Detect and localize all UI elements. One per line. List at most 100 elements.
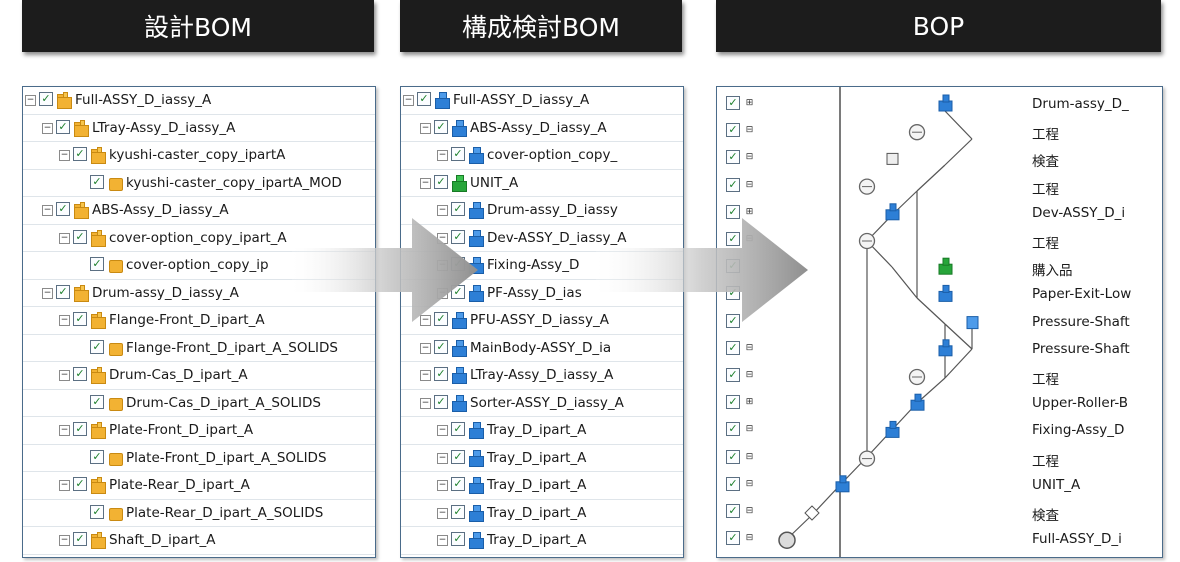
row-checkbox[interactable]: ✓ [73, 532, 87, 546]
row-checkbox[interactable]: ✓ [726, 123, 740, 138]
tree-row[interactable]: −✓Drum-assy_D_iassy [401, 197, 683, 225]
tree-row[interactable]: −✓ABS-Assy_D_iassy_A [401, 115, 683, 142]
expand-toggle[interactable]: − [437, 507, 448, 519]
tree-row[interactable]: ✓Drum-Cas_D_ipart_A_SOLIDS [23, 390, 375, 417]
row-checkbox[interactable]: ✓ [417, 92, 431, 106]
row-checkbox[interactable]: ✓ [90, 257, 104, 271]
row-checkbox[interactable]: ✓ [451, 147, 465, 161]
row-checkbox[interactable]: ✓ [434, 174, 448, 189]
tree-row[interactable]: −✓Plate-Rear_D_ipart_A [23, 472, 375, 500]
row-checkbox[interactable]: ✓ [726, 232, 740, 246]
tree-row[interactable]: −✓cover-option_copy_ [401, 142, 683, 170]
expand-toggle[interactable]: − [437, 425, 448, 436]
tree-row[interactable]: −✓Tray_D_ipart_A [401, 472, 683, 500]
row-checkbox[interactable]: ✓ [73, 477, 87, 491]
row-checkbox[interactable]: ✓ [434, 119, 448, 134]
row-checkbox[interactable]: ✓ [451, 202, 465, 216]
bop-row[interactable]: ✓⊟工程 [717, 118, 1162, 146]
row-checkbox[interactable]: ✓ [726, 531, 740, 546]
tree-row[interactable]: −✓Tray_D_ipart_A [401, 527, 683, 555]
tree-row[interactable]: −✓Drum-assy_D_iassy_A [23, 280, 375, 307]
row-checkbox[interactable]: ✓ [434, 312, 448, 326]
tree-row[interactable]: −✓Tray_D_ipart_A [401, 417, 683, 445]
expand-toggle[interactable]: − [59, 535, 70, 546]
row-checkbox[interactable]: ✓ [73, 367, 87, 381]
expand-toggle[interactable]: − [437, 452, 448, 464]
bop-row[interactable]: ✓⊟UNIT_A [717, 472, 1162, 500]
row-checkbox[interactable]: ✓ [726, 96, 740, 110]
bop-row[interactable]: ✓⊞Drum-assy_D_ [717, 91, 1162, 119]
expand-toggle[interactable]: − [420, 122, 431, 134]
expand-toggle[interactable]: − [42, 287, 53, 299]
expand-toggle[interactable]: ⊟ [745, 506, 754, 516]
tree-row[interactable]: −✓Drum-Cas_D_ipart_A [23, 362, 375, 390]
tree-row[interactable]: −✓LTray-Assy_D_iassy_A [23, 115, 375, 142]
row-checkbox[interactable]: ✓ [56, 119, 70, 134]
expand-toggle[interactable]: − [59, 370, 70, 381]
tree-row[interactable]: −✓Plate-Front_D_ipart_A [23, 417, 375, 445]
tree-row[interactable]: −✓Dev-ASSY_D_iassy_A [401, 225, 683, 252]
expand-toggle[interactable]: ⊞ [745, 397, 754, 408]
row-checkbox[interactable]: ✓ [726, 177, 740, 192]
tree-row[interactable]: ✓Flange-Front_D_ipart_A_SOLIDS [23, 335, 375, 362]
row-checkbox[interactable]: ✓ [90, 449, 104, 464]
expand-toggle[interactable]: ⊟ [745, 533, 754, 544]
expand-toggle[interactable]: − [420, 397, 431, 409]
bop-row[interactable]: ✓⊟検査 [717, 145, 1162, 173]
tree-row[interactable]: −✓Shaft_D_ipart_A [23, 527, 375, 555]
row-checkbox[interactable]: ✓ [434, 394, 448, 409]
tree-row[interactable]: −✓Full-ASSY_D_iassy_A [23, 87, 375, 115]
expand-toggle[interactable]: − [59, 425, 70, 436]
row-checkbox[interactable]: ✓ [726, 422, 740, 437]
expand-toggle[interactable]: − [420, 370, 431, 381]
bop-row[interactable]: ✓⊞Upper-Roller-B [717, 390, 1162, 418]
expand-toggle[interactable]: ⊞ [745, 206, 754, 217]
expand-toggle[interactable]: ⊞ [745, 98, 754, 108]
tree-row[interactable]: −✓LTray-Assy_D_iassy_A [401, 362, 683, 390]
tree-row[interactable]: −✓UNIT_A [401, 170, 683, 197]
row-checkbox[interactable]: ✓ [451, 449, 465, 464]
expand-toggle[interactable]: ⊟ [745, 179, 754, 190]
expand-toggle[interactable]: ⊟ [745, 451, 754, 462]
bop-row[interactable]: ✓⊟Pressure-Shaft [717, 336, 1162, 364]
row-checkbox[interactable]: ✓ [726, 313, 740, 328]
row-checkbox[interactable]: ✓ [73, 147, 87, 161]
row-checkbox[interactable]: ✓ [90, 504, 104, 519]
tree-row[interactable]: −✓kyushi-caster_copy_ipartA [23, 142, 375, 170]
expand-toggle[interactable]: − [59, 315, 70, 326]
expand-toggle[interactable]: − [420, 177, 431, 189]
tree-row[interactable]: −✓Tray_D_ipart_A [401, 445, 683, 472]
bop-row[interactable]: ✓⊟工程 [717, 363, 1162, 391]
row-checkbox[interactable]: ✓ [39, 92, 53, 106]
tree-row[interactable]: −✓Full-ASSY_D_iassy_A [401, 87, 683, 115]
expand-toggle[interactable]: − [437, 150, 448, 161]
row-checkbox[interactable]: ✓ [90, 394, 104, 409]
row-checkbox[interactable]: ✓ [726, 340, 740, 355]
expand-toggle[interactable]: − [437, 205, 448, 216]
row-checkbox[interactable]: ✓ [726, 476, 740, 491]
expand-toggle[interactable]: − [59, 232, 70, 244]
expand-toggle[interactable]: − [437, 480, 448, 491]
expand-toggle[interactable]: − [59, 480, 70, 491]
expand-toggle[interactable]: ⊟ [745, 342, 754, 353]
bop-row[interactable]: ✓⊟Fixing-Assy_D [717, 417, 1162, 445]
row-checkbox[interactable]: ✓ [73, 229, 87, 244]
row-checkbox[interactable]: ✓ [90, 339, 104, 354]
row-checkbox[interactable]: ✓ [726, 204, 740, 219]
bop-row[interactable]: ✓⊟Full-ASSY_D_i [717, 526, 1162, 554]
bop-row[interactable]: ✓⊟検査 [717, 499, 1162, 527]
tree-row[interactable]: −✓ABS-Assy_D_iassy_A [23, 197, 375, 225]
row-checkbox[interactable]: ✓ [451, 229, 465, 244]
row-checkbox[interactable]: ✓ [726, 395, 740, 410]
tree-row[interactable]: −✓MainBody-ASSY_D_ia [401, 335, 683, 362]
row-checkbox[interactable]: ✓ [451, 477, 465, 491]
row-checkbox[interactable]: ✓ [434, 367, 448, 381]
tree-row[interactable]: −✓cover-option_copy_ipart_A [23, 225, 375, 252]
tree-row[interactable]: −✓Sorter-ASSY_D_iassy_A [401, 390, 683, 417]
row-checkbox[interactable]: ✓ [726, 150, 740, 165]
row-checkbox[interactable]: ✓ [726, 449, 740, 464]
row-checkbox[interactable]: ✓ [451, 504, 465, 519]
expand-toggle[interactable]: − [420, 342, 431, 354]
row-checkbox[interactable]: ✓ [451, 532, 465, 546]
tree-row[interactable]: ✓kyushi-caster_copy_ipartA_MOD [23, 170, 375, 197]
